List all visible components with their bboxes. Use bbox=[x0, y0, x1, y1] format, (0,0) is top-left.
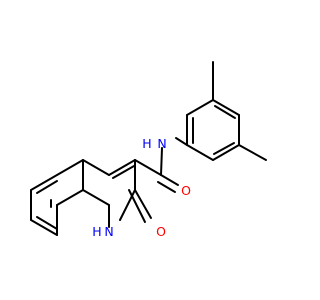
atom-label-h-amide: H bbox=[142, 136, 151, 151]
bond bbox=[108, 159, 136, 176]
bond bbox=[214, 105, 236, 119]
bond bbox=[160, 174, 179, 186]
structure-canvas: N H O N H O bbox=[30, 61, 267, 239]
atom-labels: N H O N H O bbox=[92, 136, 191, 239]
bond bbox=[82, 189, 110, 206]
atom-label-n-amide: N bbox=[157, 136, 166, 151]
bond bbox=[134, 159, 162, 176]
bond bbox=[119, 189, 136, 221]
bond bbox=[157, 181, 176, 193]
bond bbox=[160, 147, 163, 176]
bond bbox=[82, 159, 110, 176]
bond bbox=[134, 189, 152, 219]
bond bbox=[213, 142, 235, 155]
bond bbox=[56, 159, 84, 176]
atom-label-o-ring: O bbox=[156, 224, 166, 239]
bond bbox=[186, 99, 214, 116]
bond bbox=[175, 137, 188, 146]
atom-label-h-ring: H bbox=[92, 224, 101, 239]
bonds bbox=[30, 61, 267, 236]
bond bbox=[128, 189, 146, 223]
bond bbox=[36, 180, 58, 194]
atom-label-o-amide: O bbox=[181, 183, 191, 198]
bond bbox=[212, 99, 240, 116]
bond bbox=[30, 174, 58, 191]
bond bbox=[212, 144, 240, 161]
bond bbox=[186, 144, 214, 161]
bond bbox=[238, 144, 267, 161]
bond bbox=[56, 189, 84, 206]
atom-label-n-ring: N bbox=[104, 224, 113, 239]
bond bbox=[30, 219, 58, 236]
bond bbox=[36, 216, 58, 230]
bond bbox=[112, 165, 135, 179]
